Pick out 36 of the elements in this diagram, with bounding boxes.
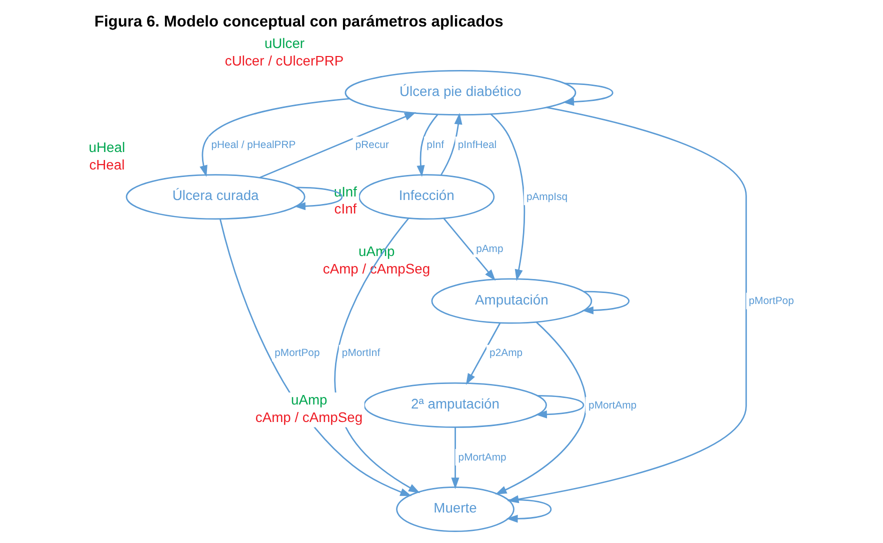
edge-label: pAmp <box>476 244 503 256</box>
edge-label: pRecur <box>354 140 388 151</box>
node-label: cHeal <box>88 156 124 172</box>
node-label: cInf <box>334 200 356 217</box>
arrow <box>490 114 525 281</box>
arrow <box>440 112 462 176</box>
edge-label: pMortInf <box>341 348 380 360</box>
arrow <box>258 112 416 178</box>
arrow <box>294 186 342 210</box>
arrow <box>562 82 613 106</box>
arrow <box>534 395 584 418</box>
arrow <box>416 114 438 177</box>
arrow <box>465 322 500 385</box>
edge-label: pMortAmp <box>588 400 636 412</box>
edge-label: pInfHeal <box>457 140 496 151</box>
edge-label: p2Amp <box>489 348 522 360</box>
node-label: uAmp <box>290 392 327 408</box>
arrow <box>199 98 350 177</box>
edge-label: pMortAmp <box>458 452 506 464</box>
arrow <box>334 218 420 494</box>
node-label: cAmp / cAmpSeg <box>254 408 362 425</box>
node-label: cUlcer / cUlcerPRP <box>224 52 344 68</box>
arrow <box>442 218 496 281</box>
edge-label: pInf <box>426 140 444 151</box>
edge-label: pAmpIsq <box>526 192 568 204</box>
node-label: uHeal <box>88 139 125 156</box>
edge-label: pMortPop <box>748 296 794 308</box>
edge-label: pHeal / pHealPRP <box>210 140 296 151</box>
edge-label: pMortPop <box>274 348 320 360</box>
arrow <box>450 427 459 490</box>
node-label: uUlcer <box>264 34 304 51</box>
arrow <box>581 290 630 314</box>
diagram-title: Figura 6. Modelo conceptual con parámetros aplicados <box>94 14 503 31</box>
node-label: uInf <box>333 183 357 200</box>
arrow <box>494 322 586 495</box>
arrow <box>506 499 552 523</box>
